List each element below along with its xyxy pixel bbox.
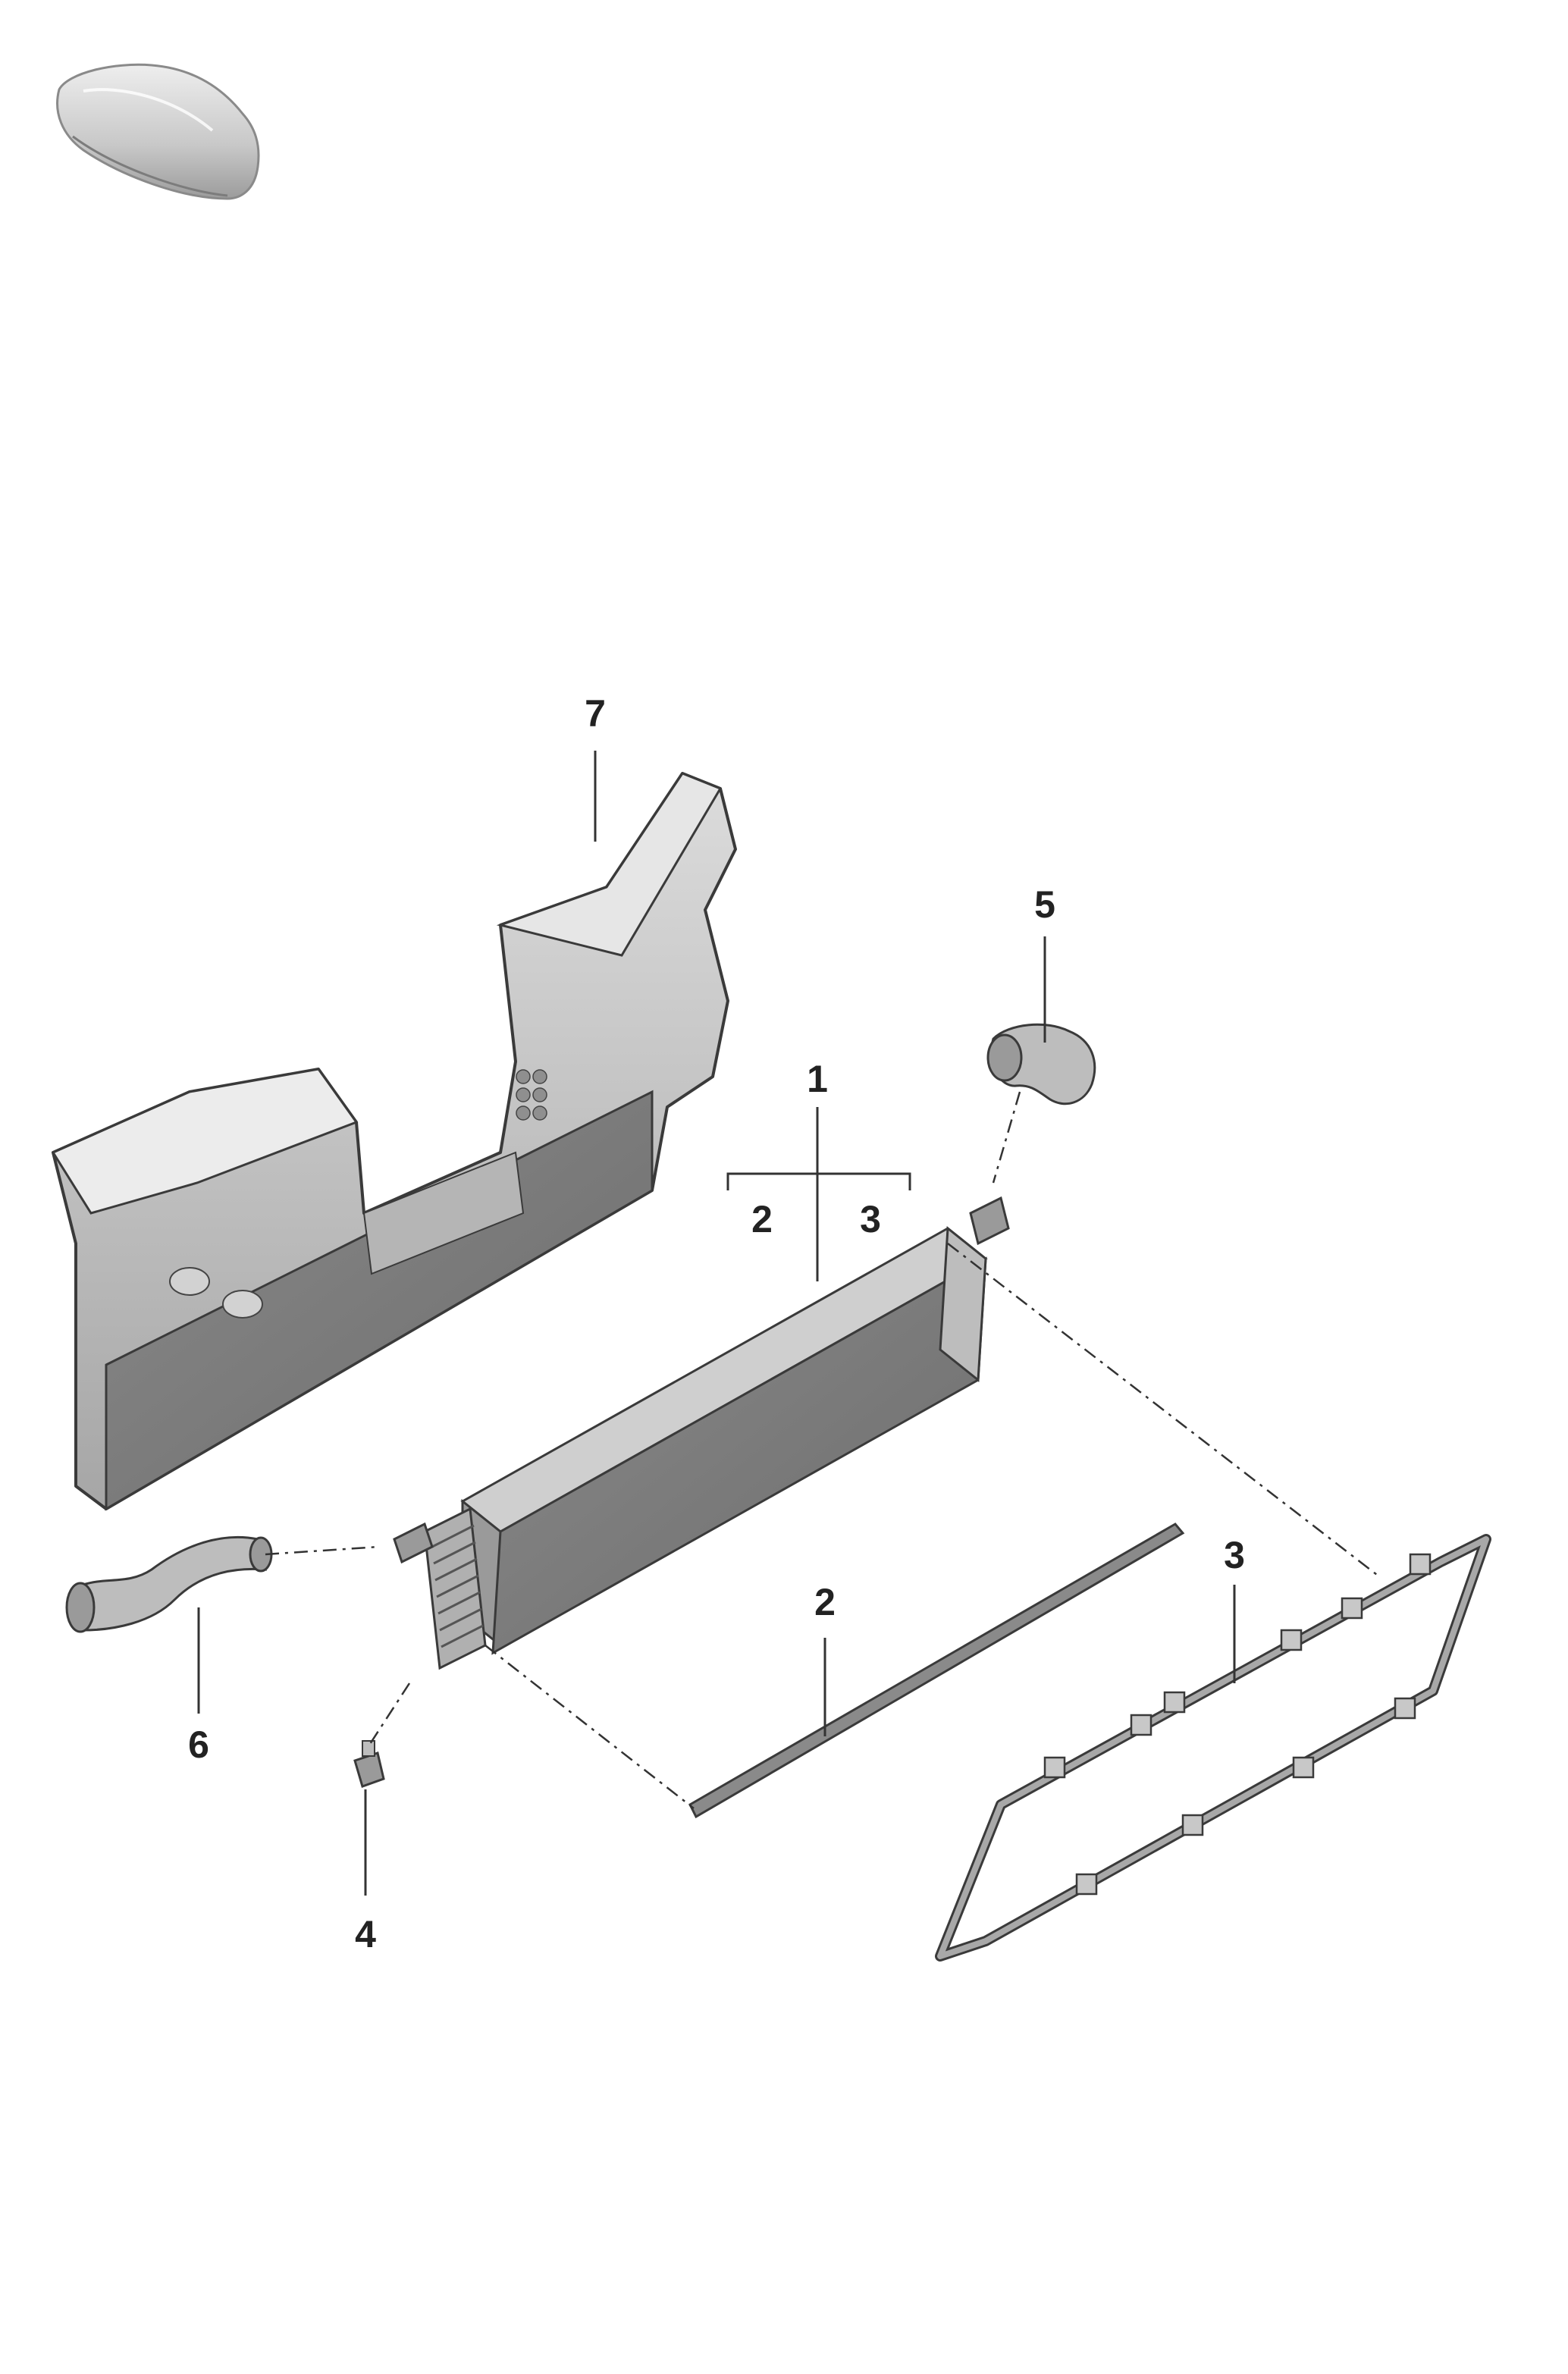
callout-6: 6 bbox=[188, 1723, 209, 1766]
callout-2: 2 bbox=[814, 1581, 836, 1623]
callout-5: 5 bbox=[1034, 883, 1055, 926]
seal-strip bbox=[688, 1523, 1185, 1819]
radiator bbox=[393, 1196, 1010, 1670]
callout-4: 4 bbox=[355, 1913, 376, 1955]
lower-hose bbox=[65, 1535, 273, 1633]
callout-1-sub-2: 2 bbox=[751, 1198, 773, 1240]
radiator-frame bbox=[935, 1534, 1491, 1962]
air-duct-housing bbox=[51, 772, 737, 1511]
callout-3: 3 bbox=[1224, 1534, 1245, 1576]
leader-lines bbox=[197, 751, 1236, 1896]
car-silhouette-icon bbox=[56, 63, 260, 200]
callout-1-sub-3: 3 bbox=[860, 1198, 881, 1240]
assembly-lines bbox=[265, 1091, 1381, 1809]
elbow-hose bbox=[986, 1023, 1096, 1105]
callout-1: 1 bbox=[807, 1058, 828, 1100]
drain-plug bbox=[353, 1740, 385, 1788]
callout-7: 7 bbox=[585, 692, 606, 735]
